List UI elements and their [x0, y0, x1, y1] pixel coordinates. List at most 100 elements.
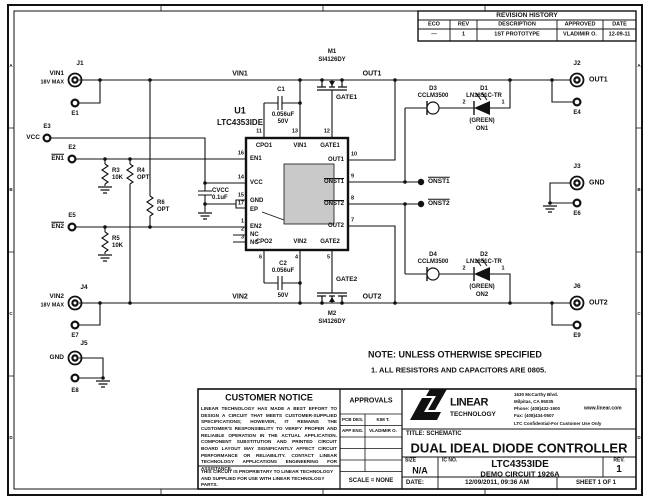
net-out1: OUT1	[362, 70, 382, 78]
turret-e1	[70, 98, 80, 108]
net-vin2: VIN2	[232, 293, 248, 301]
wire-out2-pin	[348, 225, 396, 303]
wire-cpo1-c1	[263, 96, 300, 138]
jack-j2	[569, 72, 585, 88]
note-title: NOTE: UNLESS OTHERWISE SPECIFIED	[368, 349, 542, 360]
d1-pin1: 1	[501, 99, 505, 106]
wire-nc-stubs	[233, 234, 246, 243]
company-phone: Phone: (408)432-1900	[514, 405, 561, 411]
led-d2-symbol	[473, 258, 490, 281]
d1-pin2: 2	[462, 99, 466, 106]
d3-ref: D3	[429, 86, 437, 92]
u1-pin10-name: OUT1	[327, 157, 344, 163]
j1-ref: J1	[76, 59, 84, 67]
approvals-row-eng-label: APP ENG.	[342, 427, 364, 433]
jack-j1	[67, 72, 83, 88]
u1-part: LTC4353IDE	[216, 118, 264, 127]
wire-d3-branch	[404, 80, 511, 182]
r4-ref: R4	[137, 168, 145, 174]
date-value: 12/09/2011, 09:36 AM	[464, 478, 530, 486]
company-fax: Fax: (408)434-0507	[514, 412, 555, 418]
cvcc-value: 0.1uF	[212, 195, 228, 201]
u1-pin3-name: NC	[250, 240, 259, 246]
r6-ref: R6	[157, 200, 165, 206]
jack-j6	[569, 295, 585, 311]
ground-symbols	[96, 186, 557, 388]
r5-ref: R5	[112, 236, 120, 242]
u1-pin12-num: 12	[323, 128, 330, 135]
turret-e7	[70, 320, 80, 330]
turrets	[42, 97, 582, 383]
brand-linear: LINEAR	[450, 396, 488, 409]
turret-e2	[67, 154, 77, 164]
sheet-count: SHEET 1 OF 1	[575, 480, 617, 486]
wires	[51, 79, 573, 379]
d1-ref: D1	[480, 86, 488, 92]
u1-pin15-name: GND	[250, 198, 264, 204]
e9-ref: E9	[573, 333, 581, 339]
revision-table-grid	[417, 10, 637, 42]
test-points	[417, 178, 425, 208]
u1-pin17-num: 17	[237, 200, 244, 207]
icno-label: IC NO.	[442, 457, 458, 464]
c2-voltage: 50V	[277, 293, 289, 299]
rev-col-approved: APPROVED	[564, 20, 596, 27]
u1-pin11-name: CPO1	[255, 143, 273, 149]
turret-e3	[42, 133, 52, 143]
u1-pin14-name: VCC	[250, 180, 263, 186]
j2-net: OUT1	[589, 76, 608, 84]
company-address2: Milpitas, CA 95035	[514, 398, 554, 404]
wire-cvcc	[198, 183, 212, 212]
j6-net: OUT2	[589, 299, 608, 307]
tp-onst2	[417, 200, 425, 208]
d3-part: CCLM3500	[417, 93, 449, 99]
r5-value: 10K	[112, 243, 124, 249]
d1-label: ON1	[475, 126, 489, 132]
m1-ref: M1	[327, 49, 337, 55]
d2-pin1: 1	[501, 265, 505, 272]
m1-part: SI4126DY	[318, 57, 346, 63]
ground-r5	[98, 254, 112, 262]
rev-col-date: DATE	[612, 20, 627, 27]
rev-row-rev: 1	[461, 31, 466, 38]
u1-pin12-name: GATE1	[320, 143, 340, 149]
e3-net: VCC	[26, 133, 40, 141]
turret-e5	[67, 222, 77, 232]
j6-ref: J6	[573, 282, 581, 290]
res-r5	[101, 231, 109, 253]
approvals-row-pcb-label: PCB DES.	[342, 416, 364, 422]
c1-voltage: 50V	[277, 119, 289, 125]
d4-ref: D4	[429, 252, 437, 258]
brand-technology: TECHNOLOGY	[450, 410, 496, 418]
j4-ref: J4	[80, 283, 88, 291]
wire-d4-branch	[404, 204, 511, 303]
u1-pin14-num: 14	[237, 174, 244, 181]
u1-pin6-num: 6	[258, 254, 262, 261]
rev-row-description: 1ST PROTOTYPE	[494, 31, 540, 38]
j2-ref: J2	[573, 59, 581, 67]
wire-e1-riser	[79, 80, 101, 104]
r3-ref: R3	[112, 168, 120, 174]
u1-pin10-num: 10	[351, 151, 358, 158]
u1-pin4-num: 4	[294, 254, 298, 261]
approvals-row-eng-value: VLADIMIR O.	[369, 427, 397, 433]
led-d1-symbol	[473, 92, 490, 115]
d2-ref: D2	[480, 252, 488, 258]
tp-onst1-label: ONST1	[428, 177, 450, 185]
u1-pin5-name: GATE2	[320, 239, 340, 245]
turret-e8	[70, 373, 80, 383]
demo-circuit: DEMO CIRCUIT 1926A	[480, 468, 560, 478]
company-web: www.linear.com	[584, 405, 622, 412]
jack-j3	[569, 175, 585, 191]
ground-j5	[96, 380, 110, 388]
zone-right-d: D	[637, 434, 641, 440]
u1-pin7-name: OUT2	[327, 223, 344, 229]
approvals-title: APPROVALS	[349, 397, 393, 405]
u1-pin15-num: 15	[237, 192, 244, 199]
rev-label: REV.	[613, 457, 625, 464]
j1-net: VIN1	[49, 69, 64, 77]
e2-ref: E2	[68, 145, 76, 151]
net-gate1: GATE1	[336, 93, 358, 101]
u1-pin3-num: 3	[240, 234, 244, 241]
wire-vcc	[51, 137, 246, 184]
